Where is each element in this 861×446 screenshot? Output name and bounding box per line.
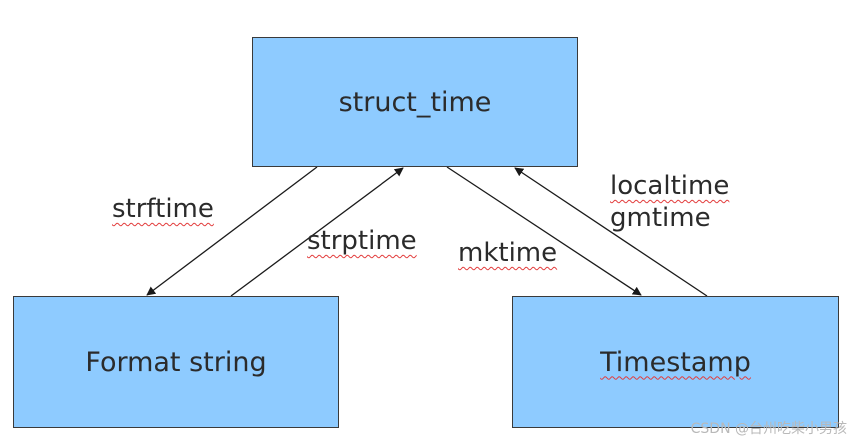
arrow-strftime [146, 166, 318, 296]
format-string-label: Format string [85, 346, 267, 378]
edge-label-strftime: strftime [112, 194, 214, 224]
edge-label-mktime: mktime [458, 238, 558, 268]
format-string-node: Format string [13, 296, 339, 428]
watermark: CSDN @台州吃柴小男孩 [690, 421, 847, 437]
struct-time-node: struct_time [252, 37, 578, 167]
edge-label-localtime: localtime [610, 171, 730, 201]
arrow-strptime [230, 167, 404, 297]
edge-label-strptime: strptime [307, 226, 417, 256]
arrow-mktime [446, 166, 642, 296]
timestamp-node: Timestamp [512, 296, 839, 428]
edge-label-gmtime: gmtime [610, 203, 711, 233]
struct-time-label: struct_time [338, 86, 492, 118]
timestamp-label: Timestamp [600, 346, 751, 378]
arrow-localtime-gmtime [514, 167, 708, 297]
